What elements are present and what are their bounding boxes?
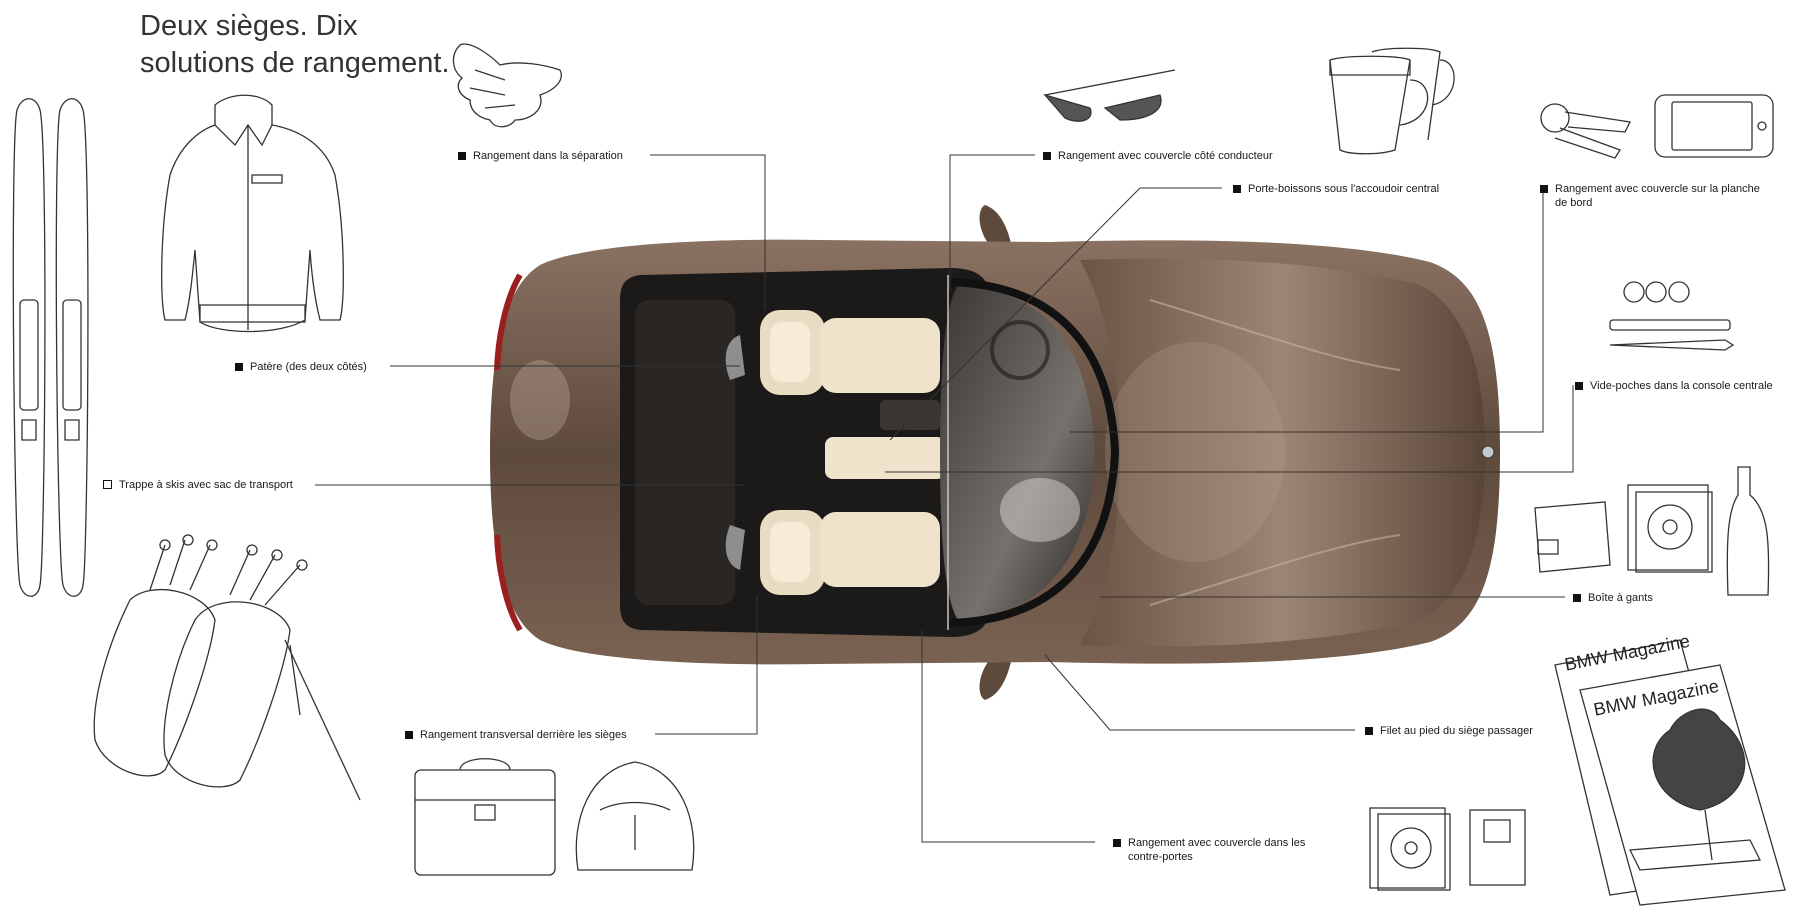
magazines-illustration — [1554, 639, 1786, 906]
bullet-square-icon — [235, 363, 243, 371]
bullet-square-icon — [1540, 185, 1548, 193]
bullet-square-icon — [405, 731, 413, 739]
label-couvercle-conducteur: Rangement avec couvercle côté conducteur — [1043, 149, 1273, 163]
leader-vide-poches — [885, 385, 1574, 473]
car-top-view — [490, 205, 1500, 700]
wallet-cd-bottle-illustration — [1534, 466, 1770, 596]
label-planche-bord: Rangement avec couvercle sur la planche … — [1540, 182, 1790, 210]
bullet-square-icon — [1113, 839, 1121, 847]
leader-contre-portes — [921, 630, 1095, 843]
jacket-illustration — [161, 94, 344, 333]
leader-lines — [315, 154, 1574, 843]
armrest — [825, 437, 945, 479]
bullet-square-icon — [1365, 727, 1373, 735]
mugs-illustration — [1329, 47, 1455, 155]
bullet-square-icon — [1043, 152, 1051, 160]
golf-bag-illustration — [93, 534, 361, 801]
label-vide-poches: Vide-poches dans la console centrale — [1575, 379, 1773, 393]
label-boite-gants: Boîte à gants — [1573, 591, 1653, 605]
label-contre-portes: Rangement avec couvercle dans les contre… — [1113, 836, 1343, 864]
label-filet: Filet au pied du siège passager — [1365, 724, 1533, 738]
sunglasses-illustration — [1043, 69, 1176, 122]
leader-separation — [650, 154, 766, 310]
label-transversal: Rangement transversal derrière les siège… — [405, 728, 627, 742]
bullet-hollow-square-icon — [103, 480, 112, 489]
coins-pens-illustration — [1609, 281, 1735, 351]
seat-bottom — [760, 510, 940, 595]
skis-illustration — [12, 98, 89, 597]
leader-transversal — [655, 595, 758, 735]
seat-top — [760, 310, 940, 395]
leader-filet — [1044, 654, 1355, 731]
headline-line-1: Deux sièges. Dix — [140, 10, 358, 42]
headline: Deux sièges. Dix solutions de rangement. — [140, 8, 450, 82]
leader-planche-bord — [1070, 188, 1544, 433]
leader-porte-boissons — [889, 187, 1222, 441]
keys-illustration — [1540, 103, 1631, 159]
phone-illustration — [1654, 94, 1774, 158]
label-porte-boissons: Porte-boissons sous l'accoudoir central — [1233, 182, 1439, 196]
headline-line-2: solutions de rangement. — [140, 47, 450, 79]
leader-couvercle-conducteur — [949, 154, 1035, 290]
bullet-square-icon — [1233, 185, 1241, 193]
cd-case-illustration — [1369, 807, 1526, 891]
bullet-square-icon — [1573, 594, 1581, 602]
bullet-square-icon — [1575, 382, 1583, 390]
label-separation: Rangement dans la séparation — [458, 149, 623, 163]
car-hood — [1080, 258, 1485, 647]
briefcase-illustration — [414, 758, 556, 876]
label-patere: Patère (des deux côtés) — [235, 360, 367, 374]
bag-illustration — [575, 761, 695, 871]
gloves-illustration — [452, 43, 562, 128]
label-trappe-skis: Trappe à skis avec sac de transport — [103, 478, 293, 492]
bullet-square-icon — [458, 152, 466, 160]
